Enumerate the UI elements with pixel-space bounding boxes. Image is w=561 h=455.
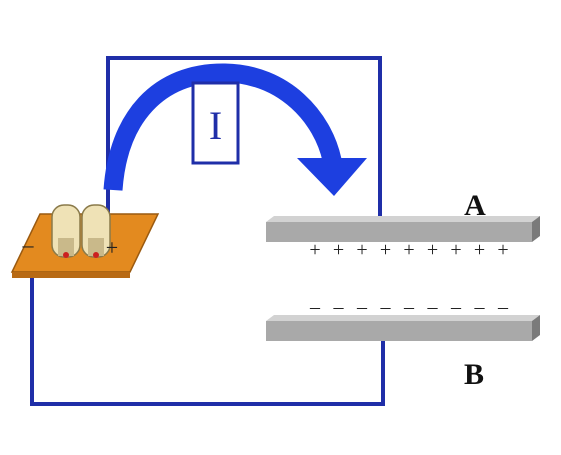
circuit-wires [30,56,385,406]
negative-charge-symbol: – [497,296,509,318]
battery-positive-terminal: + [106,235,118,260]
plate-a-charges: + + + + + + + + + [309,239,508,261]
current-label-box: I [191,81,240,165]
positive-charge-symbol: + [427,239,438,261]
plate-a-label: A [464,189,486,222]
positive-charge-symbol: + [380,239,391,261]
negative-charge-symbol: – [356,296,368,318]
current-arrow-icon [103,63,367,196]
negative-charge-symbol: – [474,296,486,318]
wire-bottom [30,255,385,406]
positive-charge-symbol: + [474,239,485,261]
battery-negative-terminal: – [22,232,35,257]
current-label: I [209,103,222,148]
negative-charge-symbol: – [333,296,345,318]
plate-b-label: B [464,358,484,391]
negative-charge-symbol: – [380,296,392,318]
positive-charge-symbol: + [403,239,414,261]
plate-b-charges: ––––––––– [309,296,509,318]
positive-charge-symbol: + [356,239,367,261]
battery-icon: – + [10,204,160,278]
positive-charge-symbol: + [450,239,461,261]
wire-top [106,56,382,250]
positive-charge-symbol: + [497,239,508,261]
negative-charge-symbol: – [403,296,415,318]
capacitor-plate-b: B ––––––––– [266,296,540,391]
negative-charge-symbol: – [427,296,439,318]
positive-charge-symbol: + [333,239,344,261]
positive-charge-symbol: + [309,239,320,261]
capacitor-plate-a: A + + + + + + + + + [266,189,540,261]
negative-charge-symbol: – [450,296,462,318]
negative-charge-symbol: – [309,296,321,318]
